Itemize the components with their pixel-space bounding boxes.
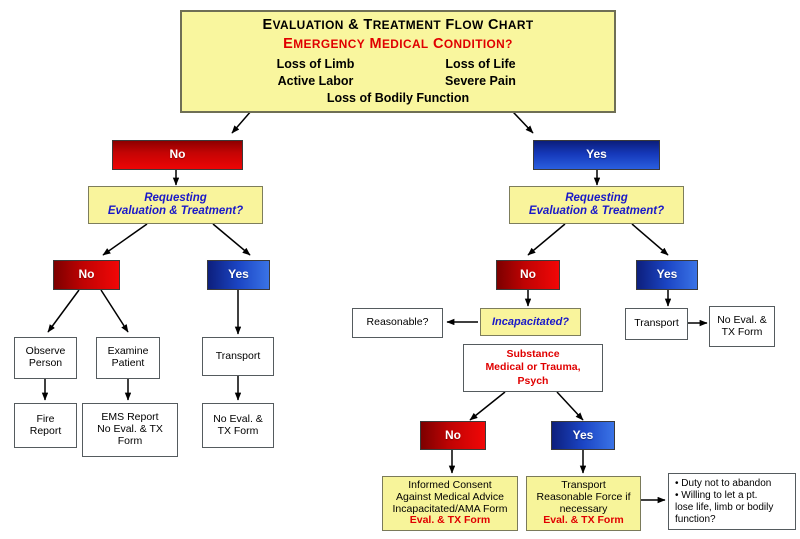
header-box: EVALUATION & TREATMENT FLOW CHART EMERGE… xyxy=(180,10,616,113)
right-transport-box[interactable]: Transport xyxy=(625,308,688,340)
right-yes-label: Yes xyxy=(656,267,678,282)
branch-yes-top[interactable]: Yes xyxy=(533,140,660,170)
examine-patient-label: Examine Patient xyxy=(107,345,149,369)
decision-requesting-left-line1: Requesting xyxy=(144,192,207,205)
bottom-yes-label: Yes xyxy=(572,427,594,442)
reasonable-label: Reasonable? xyxy=(366,316,429,329)
observe-person-label: Observe Person xyxy=(25,345,66,369)
decision-requesting-right-line2: Evaluation & Treatment? xyxy=(528,205,665,217)
right-transport-label: Transport xyxy=(634,317,679,330)
informed-consent-line3: Incapacitated/AMA Form xyxy=(392,502,508,515)
criteria-loss-of-limb: Loss of Limb xyxy=(276,57,355,72)
fire-report-box[interactable]: Fire Report xyxy=(14,403,77,448)
reasonable-box[interactable]: Reasonable? xyxy=(352,308,443,338)
criteria-loss-of-life: Loss of Life xyxy=(445,57,516,72)
chart-title: EVALUATION & TREATMENT FLOW CHART xyxy=(262,17,534,33)
left-transport-label: Transport xyxy=(215,349,261,362)
ems-report-box[interactable]: EMS Report No Eval. & TX Form xyxy=(82,403,178,457)
left-no-box[interactable]: No xyxy=(53,260,120,290)
bottom-yes-box[interactable]: Yes xyxy=(551,421,615,450)
bottom-no-box[interactable]: No xyxy=(420,421,486,450)
informed-consent-line1: Informed Consent xyxy=(408,479,492,491)
left-transport-box[interactable]: Transport xyxy=(202,337,274,376)
informed-consent-box[interactable]: Informed Consent Against Medical Advice … xyxy=(382,476,518,531)
bullet-willing-to-let: • Willing to let a pt. xyxy=(675,489,758,501)
criteria-loss-of-bodily-function: Loss of Bodily Function xyxy=(326,91,470,106)
right-no-box[interactable]: No xyxy=(496,260,560,290)
duty-bullets-box[interactable]: • Duty not to abandon • Willing to let a… xyxy=(668,473,796,530)
informed-consent-form-label: Eval. & TX Form xyxy=(409,514,491,527)
decision-requesting-right-line1: Requesting xyxy=(565,192,628,205)
right-no-eval-tx-label: No Eval. & TX Form xyxy=(717,313,767,338)
substance-line2: Medical or Trauma, xyxy=(485,361,581,374)
substance-line3: Psych xyxy=(517,374,549,387)
examine-patient-box[interactable]: Examine Patient xyxy=(96,337,160,379)
bottom-no-label: No xyxy=(445,427,461,442)
decision-requesting-left[interactable]: Requesting Evaluation & Treatment? xyxy=(88,186,263,224)
branch-no-top-label: No xyxy=(169,147,186,162)
left-yes-box[interactable]: Yes xyxy=(207,260,270,290)
criteria-column-left: Loss of Limb Active Labor xyxy=(233,56,398,89)
criteria-columns: Loss of Limb Active Labor Loss of Life S… xyxy=(190,56,606,89)
incapacitated-box[interactable]: Incapacitated? xyxy=(480,308,581,336)
transport-force-form-label: Eval. & TX Form xyxy=(543,514,624,527)
left-no-eval-tx-box[interactable]: No Eval. & TX Form xyxy=(202,403,274,448)
left-no-eval-tx-label: No Eval. & TX Form xyxy=(213,412,263,437)
right-no-eval-tx-box[interactable]: No Eval. & TX Form xyxy=(709,306,775,347)
branch-no-top[interactable]: No xyxy=(112,140,243,170)
criteria-active-labor: Active Labor xyxy=(277,73,354,88)
left-no-label: No xyxy=(78,267,95,282)
decision-requesting-right[interactable]: Requesting Evaluation & Treatment? xyxy=(509,186,684,224)
branch-yes-top-label: Yes xyxy=(586,147,607,162)
informed-consent-line2: Against Medical Advice xyxy=(396,490,504,503)
substance-box[interactable]: Substance Medical or Trauma, Psych xyxy=(463,344,603,392)
left-yes-label: Yes xyxy=(228,267,249,282)
decision-requesting-left-line2: Evaluation & Treatment? xyxy=(107,205,244,217)
fire-report-label: Fire Report xyxy=(29,412,62,437)
bullet-function: function? xyxy=(675,513,716,525)
right-no-label: No xyxy=(520,267,536,282)
ems-report-label: EMS Report No Eval. & TX Form xyxy=(97,411,163,447)
transport-force-line2: Reasonable Force if xyxy=(536,490,631,503)
incapacitated-label: Incapacitated? xyxy=(491,315,570,328)
substance-line1: Substance xyxy=(506,348,560,361)
right-yes-box[interactable]: Yes xyxy=(636,260,698,290)
transport-force-line1: Transport xyxy=(561,479,606,491)
bullet-duty-not-to-abandon: • Duty not to abandon xyxy=(675,477,772,489)
chart-subtitle: EMERGENCY MEDICAL CONDITION? xyxy=(283,36,513,53)
criteria-column-right: Loss of Life Severe Pain xyxy=(398,56,563,89)
transport-force-box[interactable]: Transport Reasonable Force if necessary … xyxy=(526,476,641,531)
criteria-severe-pain: Severe Pain xyxy=(445,73,516,88)
transport-force-line3: necessary xyxy=(559,502,608,515)
observe-person-box[interactable]: Observe Person xyxy=(14,337,77,379)
bullet-lose-life: lose life, limb or bodily xyxy=(675,501,774,513)
